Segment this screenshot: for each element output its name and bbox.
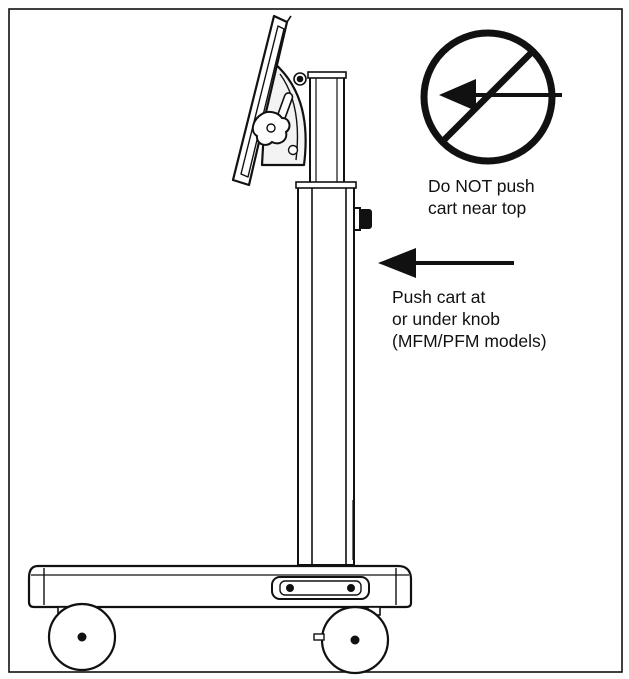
left-arrow-icon (378, 248, 514, 278)
figure-border (8, 8, 623, 673)
monitor (231, 14, 307, 187)
lower-column (295, 181, 357, 566)
warning-line-2: cart near top (428, 198, 527, 218)
tilt-knob (251, 110, 291, 146)
warning-line-1: Do NOT push (428, 176, 535, 196)
instruction-line-2: or under knob (392, 309, 500, 329)
no-push-prohibition-icon (420, 29, 562, 165)
height-adjust-knob (353, 207, 372, 231)
instruction-line-3: (MFM/PFM models) (392, 331, 547, 351)
instruction-line-1: Push cart at (392, 287, 486, 307)
front-caster (47, 602, 117, 672)
rear-caster (313, 605, 390, 675)
upper-mast (307, 71, 347, 186)
base-handle (271, 576, 370, 600)
warning-label: Do NOT push cart near top (428, 175, 535, 219)
push-instruction-label: Push cart at or under knob (MFM/PFM mode… (392, 286, 547, 352)
